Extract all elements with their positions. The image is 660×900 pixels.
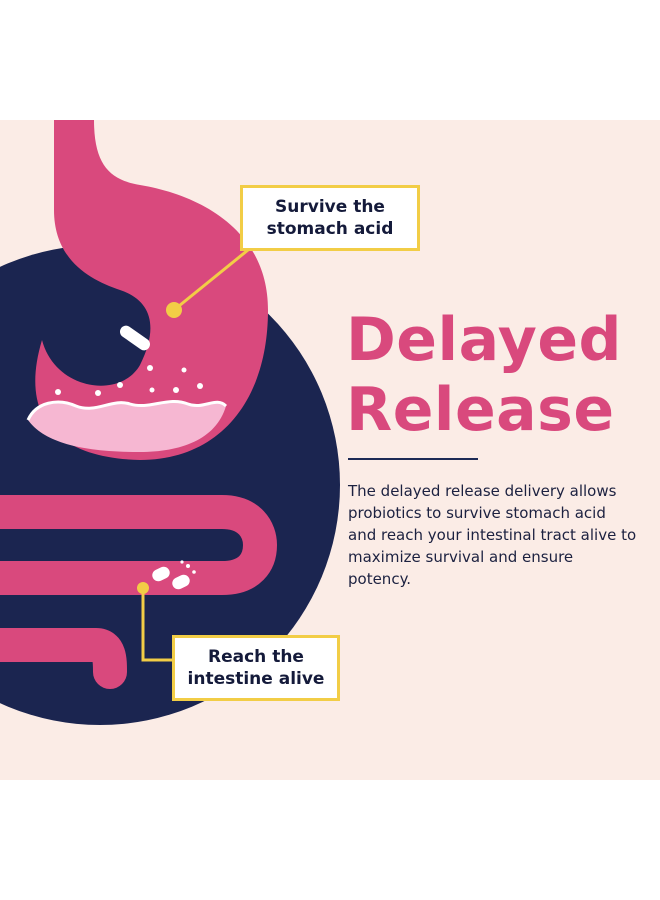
broken-capsule-icon [152,560,196,590]
pointer-bottom [141,590,174,662]
callout-pointers [141,248,249,662]
callout-bottom-line1: Reach the [208,647,304,667]
callout-survive-stomach-acid: Survive the stomach acid [240,185,420,251]
pointer-dot-top [166,302,182,318]
callout-top-line1: Survive the [275,197,385,217]
pointer-top [173,248,249,312]
callout-bottom-line2: intestine alive [187,669,325,689]
infographic-panel: Survive the stomach acid Reach the intes… [0,120,660,780]
title-divider [348,458,478,460]
digestive-illustration [0,120,340,725]
pointer-dot-bottom [137,582,149,594]
description-text: The delayed release delivery allows prob… [348,482,637,588]
intestine-illustration [0,495,277,689]
stomach-acid [28,401,226,452]
page-title: Delayed Release [346,305,646,445]
title-line1: Delayed [346,305,622,375]
callout-reach-intestine: Reach the intestine alive [172,635,340,701]
capsule-icon [119,325,151,351]
acid-bubbles [55,365,203,396]
title-line2: Release [346,375,615,445]
callout-top-line2: stomach acid [266,219,394,239]
stomach-illustration [26,120,268,460]
